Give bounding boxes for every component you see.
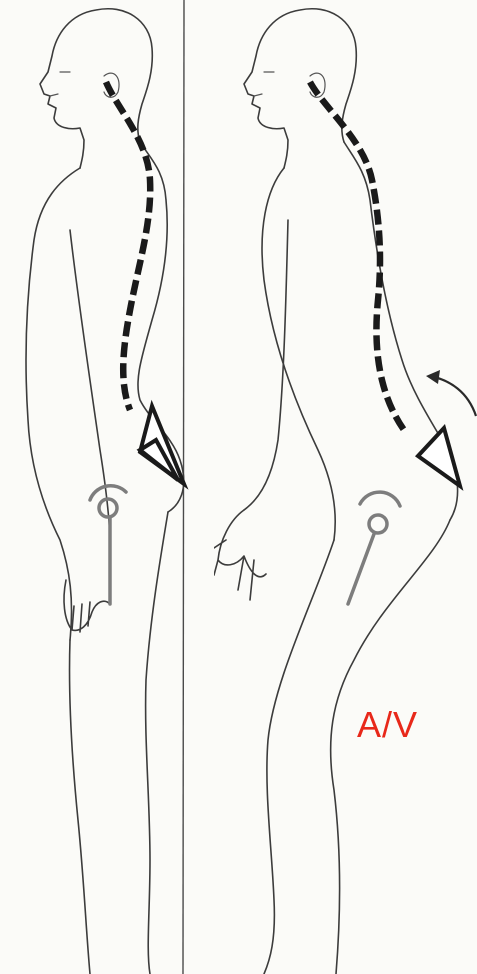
- arm-outline: [244, 220, 288, 510]
- tilted-posture-panel: [214, 0, 477, 974]
- front-torso-outline: [262, 168, 335, 540]
- front-torso-outline: [26, 168, 80, 640]
- leg-outline: [69, 512, 168, 974]
- annotation-label: A/V: [357, 704, 418, 746]
- face-detail: [50, 72, 70, 96]
- spine-line: [310, 82, 404, 430]
- hand-outline: [214, 510, 266, 600]
- head-outline: [40, 9, 152, 168]
- curved-arrow-icon: [426, 370, 476, 416]
- face-detail: [254, 72, 274, 96]
- leg-outline: [264, 520, 450, 974]
- tilted-figure-drawing: [214, 0, 477, 974]
- upright-figure-drawing: [0, 0, 214, 974]
- arm-outline: [70, 230, 111, 570]
- hip-joint-icon: [348, 492, 400, 604]
- spine-line: [106, 82, 150, 410]
- upright-posture-panel: [0, 0, 214, 974]
- spine-arrowhead-icon: [418, 428, 460, 486]
- head-outline: [244, 9, 356, 168]
